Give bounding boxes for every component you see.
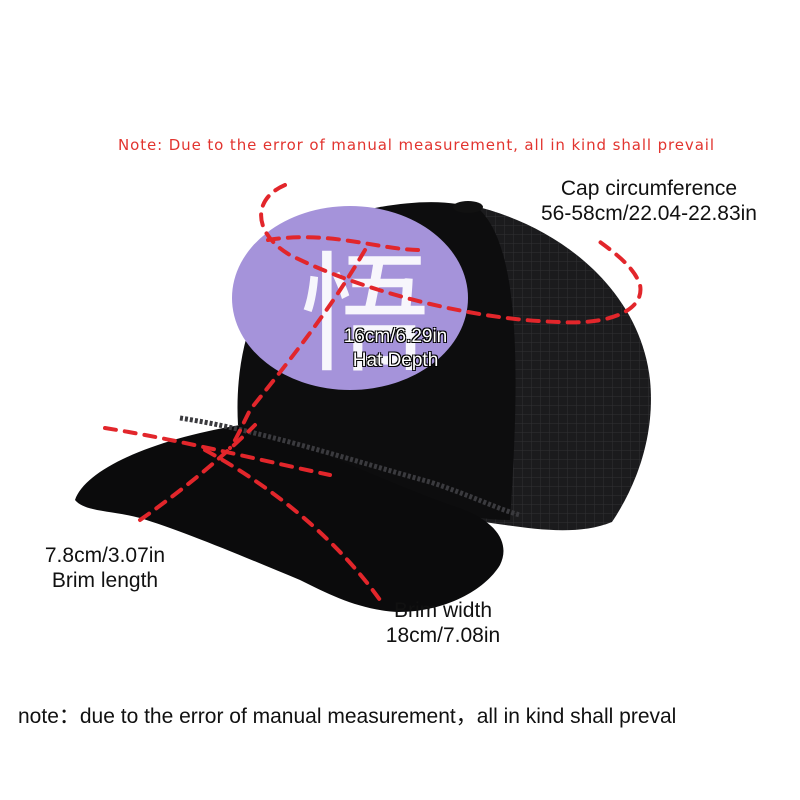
depth-title: Hat Depth bbox=[352, 350, 439, 371]
brim-width-label: Brim width 18cm/7.08in bbox=[378, 598, 508, 648]
brim-length-value: 7.8cm/3.07in bbox=[44, 544, 166, 567]
circumference-label: Cap circumference 56-58cm/22.04-22.83in bbox=[524, 176, 774, 226]
brim-width-value: 18cm/7.08in bbox=[385, 624, 501, 647]
cap-button bbox=[453, 201, 483, 213]
circumference-title: Cap circumference bbox=[560, 177, 738, 200]
purple-patch bbox=[232, 206, 468, 390]
circumference-value: 56-58cm/22.04-22.83in bbox=[541, 202, 757, 225]
circumference-line bbox=[259, 183, 643, 325]
brim-width-title: Brim width bbox=[393, 599, 493, 622]
brim-width-line-front bbox=[203, 448, 382, 602]
top-note: Note: Due to the error of manual measure… bbox=[118, 136, 715, 154]
circumference-line-back bbox=[266, 235, 422, 252]
brim-length-title: Brim length bbox=[51, 569, 159, 592]
brim-length-label: 7.8cm/3.07in Brim length bbox=[30, 543, 180, 593]
brim-width-line bbox=[138, 423, 257, 522]
depth-line bbox=[228, 248, 367, 450]
measurement-lines bbox=[103, 183, 643, 602]
depth-value: 16cm/6.29in bbox=[343, 326, 448, 347]
patch-character: 悟 bbox=[300, 239, 430, 391]
depth-label: 16cm/6.29in Hat Depth bbox=[323, 325, 468, 373]
bottom-note: note：due to the error of manual measurem… bbox=[18, 705, 677, 728]
brim bbox=[75, 425, 504, 612]
brim-length-line bbox=[103, 426, 332, 477]
